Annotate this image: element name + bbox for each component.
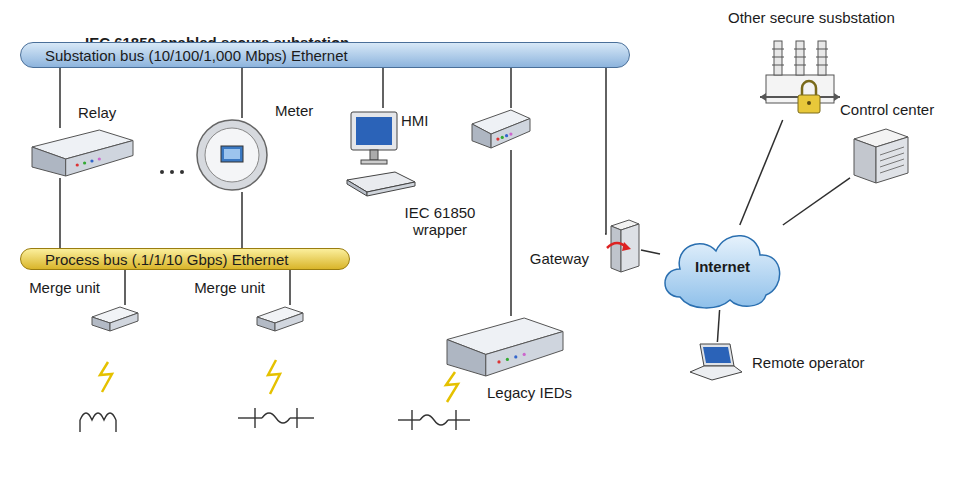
merge-unit-icon bbox=[90, 305, 140, 333]
remote-substation-icon bbox=[760, 35, 840, 120]
relay-device: Relay bbox=[30, 128, 135, 178]
gateway-server-icon bbox=[605, 218, 641, 274]
remote-laptop: Remote operator bbox=[688, 342, 744, 382]
node-label: Process bus (.1/1/10 Gbps) Ethernet bbox=[45, 251, 288, 268]
node-label: Other secure susbstation bbox=[728, 9, 895, 26]
node-label: Control center bbox=[840, 101, 934, 118]
remote-substation: Other secure susbstation bbox=[760, 35, 840, 120]
merge-unit: Merge unit bbox=[90, 305, 140, 333]
legacy-ied-icon bbox=[445, 316, 565, 378]
gateway-server: Gateway bbox=[605, 218, 641, 274]
wrapper-device-icon bbox=[470, 108, 532, 150]
node-label: Remote operator bbox=[752, 354, 865, 371]
network-link bbox=[124, 270, 126, 305]
node-label: Internet bbox=[660, 258, 785, 275]
network-link bbox=[382, 68, 384, 108]
node-label: Relay bbox=[78, 104, 116, 121]
node-label: Merge unit bbox=[194, 279, 265, 296]
network-link bbox=[289, 270, 291, 305]
network-link bbox=[783, 178, 850, 225]
network-link bbox=[59, 68, 61, 128]
internet-cloud: Internet bbox=[660, 225, 785, 310]
legacy-ied: Legacy IEDs bbox=[445, 316, 565, 378]
network-link bbox=[717, 310, 719, 342]
network-link bbox=[241, 68, 243, 118]
network-link bbox=[59, 178, 61, 248]
transformer-symbol bbox=[80, 362, 116, 432]
network-link bbox=[605, 68, 606, 234]
substation-bus: Substation bus (10/100/1,000 Mbps) Ether… bbox=[20, 42, 630, 68]
ellipsis-dots bbox=[160, 170, 184, 174]
relay-device-icon bbox=[30, 128, 135, 178]
node-label: Meter bbox=[275, 102, 313, 119]
network-link bbox=[740, 120, 783, 225]
meter-device: Meter bbox=[195, 118, 269, 192]
current-transformer-symbol bbox=[398, 372, 470, 430]
node-label: Legacy IEDs bbox=[487, 384, 572, 401]
substation-panel: IEC 61850 enabled secure substationSubst… bbox=[10, 14, 658, 460]
process-bus: Process bus (.1/1/10 Gbps) Ethernet bbox=[20, 248, 350, 270]
remote-laptop-icon bbox=[688, 342, 744, 382]
meter-device-icon bbox=[195, 118, 269, 192]
control-center-server-icon bbox=[850, 125, 912, 187]
network-link bbox=[510, 68, 512, 108]
node-label: Substation bus (10/100/1,000 Mbps) Ether… bbox=[45, 47, 348, 64]
network-link bbox=[641, 250, 660, 254]
network-link bbox=[241, 192, 243, 248]
node-label: HMI bbox=[401, 112, 429, 129]
hmi-computer: HMI bbox=[345, 108, 425, 200]
control-center-server: Control center bbox=[850, 125, 912, 187]
merge-unit-icon bbox=[255, 305, 305, 333]
merge-unit: Merge unit bbox=[255, 305, 305, 333]
network-link bbox=[510, 150, 512, 316]
current-transformer-symbol bbox=[238, 360, 314, 428]
node-label: Gateway bbox=[530, 250, 589, 267]
wrapper-device: IEC 61850 wrapper bbox=[470, 108, 532, 150]
node-label: Merge unit bbox=[29, 279, 100, 296]
node-label: IEC 61850 wrapper bbox=[390, 204, 490, 239]
